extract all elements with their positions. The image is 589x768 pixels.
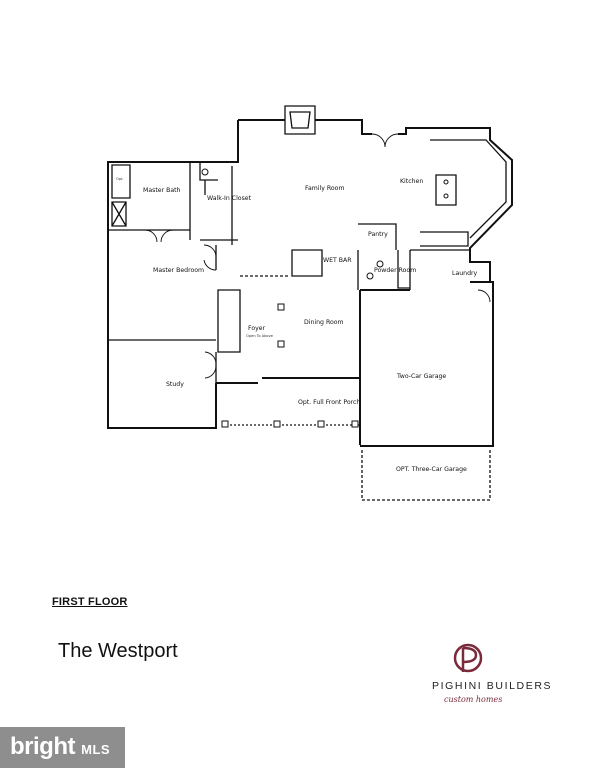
- label-pantry: Pantry: [368, 231, 388, 238]
- label-walk-in-closet: Walk-In Closet: [207, 195, 252, 202]
- porch-post: [351, 420, 359, 428]
- label-front-porch: Opt. Full Front Porch: [298, 399, 360, 406]
- garage-wall: [360, 281, 494, 447]
- door-swing: [203, 244, 217, 271]
- label-powder-room: Powder Room: [374, 267, 416, 274]
- label-dining-room: Dining Room: [304, 319, 344, 326]
- porch-post: [273, 420, 281, 428]
- label-foyer: Foyer: [248, 325, 266, 332]
- mls-watermark: bright MLS: [0, 727, 125, 768]
- column: [277, 340, 285, 348]
- sink: [376, 260, 384, 268]
- toilet: [201, 168, 209, 176]
- door-swing: [204, 351, 217, 379]
- label-master-bath: Master Bath: [143, 187, 181, 194]
- label-family-room: Family Room: [305, 185, 345, 192]
- door-swing: [144, 229, 174, 243]
- kitchen-walls: [357, 223, 470, 290]
- floor-label: FIRST FLOOR: [52, 596, 128, 608]
- island: [435, 174, 457, 206]
- label-three-car-garage: OPT. Three-Car Garage: [396, 466, 467, 473]
- label-foyer-note: Open To Above: [246, 334, 274, 338]
- door-swing: [477, 289, 491, 303]
- floor-plan-drawing: Family Room Kitchen Master Bath Walk-In …: [107, 105, 513, 501]
- bath-walls: [108, 162, 238, 245]
- label-laundry: Laundry: [452, 270, 478, 277]
- label-kitchen: Kitchen: [400, 178, 423, 185]
- column: [277, 303, 285, 311]
- shower: [111, 201, 127, 227]
- label-two-car-garage: Two-Car Garage: [396, 373, 446, 380]
- range: [443, 193, 449, 199]
- builder-tagline: custom homes: [444, 695, 503, 704]
- stair: [217, 289, 241, 353]
- counter: [430, 139, 507, 239]
- watermark-suffix: MLS: [81, 742, 111, 757]
- garage-door-three: [361, 450, 491, 501]
- builder-monogram-icon: [453, 643, 483, 673]
- front-wall: [216, 290, 361, 445]
- porch-post: [317, 420, 325, 428]
- label-opt-tub: Opt.: [116, 177, 124, 181]
- toilet: [366, 272, 374, 280]
- builder-logo: PIGHINI BUILDERS custom homes: [400, 640, 570, 710]
- plan-title: The Westport: [58, 640, 178, 662]
- door-swing: [371, 133, 399, 148]
- bedroom-walls: [108, 245, 217, 383]
- label-study: Study: [166, 381, 184, 388]
- tub: [111, 164, 131, 199]
- fireplace: [284, 105, 316, 135]
- west-wall: [107, 120, 239, 429]
- porch-post: [221, 420, 229, 428]
- label-master-bedroom: Master Bedroom: [153, 267, 204, 274]
- watermark-text: bright: [10, 733, 75, 760]
- outer-wall: [238, 119, 513, 283]
- builder-name: PIGHINI BUILDERS: [432, 680, 553, 692]
- label-wet-bar: WET BAR: [323, 257, 352, 264]
- wet-bar: [291, 249, 323, 277]
- range: [443, 179, 449, 185]
